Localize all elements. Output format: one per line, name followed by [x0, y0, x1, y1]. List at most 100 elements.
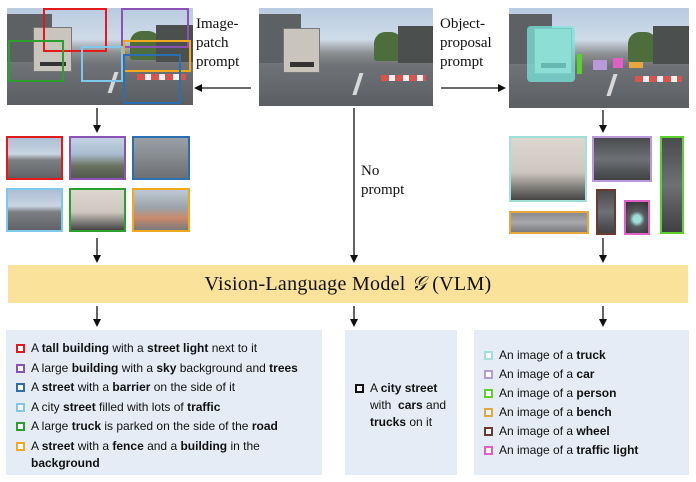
caption-keyword: tall building: [41, 341, 110, 355]
caption-fragment: A: [31, 438, 42, 453]
caption-keyword: barrier: [112, 380, 151, 394]
amber-mask: [629, 62, 643, 68]
caption-keyword: road: [251, 419, 278, 433]
caption-fragment: An image of a: [499, 348, 577, 362]
caption-fragment: A: [31, 341, 42, 355]
caption-keyword: building: [180, 438, 228, 453]
proposal-caption-row: An image of a person: [484, 385, 684, 402]
no-prompt-caption: A city street with cars and trucks on it: [355, 380, 451, 431]
pink-mask: [613, 58, 623, 68]
object-crop-truck: [509, 136, 587, 202]
color-key-icon: [484, 370, 493, 379]
caption-fragment: on it: [406, 415, 433, 429]
caption-keyword: background: [31, 455, 100, 470]
caption-keyword: street: [41, 380, 75, 394]
vlm-name: Vision-Language Model: [204, 272, 406, 295]
color-key-icon: [484, 446, 493, 455]
caption-fragment: A city: [31, 399, 64, 414]
caption-fragment: An image of a: [499, 367, 577, 381]
patch-caption-row: A large truck is parked on the side of t…: [16, 418, 316, 435]
proposal-caption-row: An image of a bench: [484, 404, 684, 421]
caption-keyword: fence: [112, 438, 144, 453]
patch-box-blue: [123, 54, 181, 104]
object-crop-person: [660, 136, 684, 234]
caption-fragment: in the: [227, 438, 264, 453]
patch-crop-blue: [132, 136, 190, 180]
caption-keyword: street: [41, 438, 75, 453]
object-crop-car: [592, 136, 652, 182]
caption-fragment: is parked on the side of the: [101, 419, 252, 433]
color-key-icon: [16, 402, 25, 412]
caption-keyword: wheel: [576, 424, 610, 438]
patch-captions-panel: A tall building with a street light next…: [6, 330, 322, 475]
patch-caption-row: A tall building with a street light next…: [16, 340, 316, 357]
proposal-caption-row: An image of a traffic light: [484, 442, 684, 459]
vlm-block: Vision-Language Model 𝒢 (VLM): [8, 265, 688, 303]
caption-text: A street with a barrier on the side of i…: [31, 379, 235, 396]
patch-box-lightblue: [81, 46, 123, 82]
image-patch-prompt-label: Image- patch prompt: [196, 16, 240, 70]
caption-fragment: with a: [74, 438, 113, 453]
caption-fragment: An image of a: [499, 443, 577, 457]
caption-keyword: street: [63, 399, 96, 414]
patch-caption-row: A street with a fence and a building in …: [16, 438, 316, 472]
patch-box-purple: [121, 8, 189, 48]
caption-fragment: and a: [143, 438, 181, 453]
patch-source-image: [7, 8, 193, 105]
caption-fragment: next to it: [208, 341, 258, 355]
caption-keyword: person: [576, 386, 617, 400]
color-key-icon: [16, 441, 25, 451]
proposal-caption-row: An image of a wheel: [484, 423, 684, 440]
caption-fragment: An image of a: [499, 386, 577, 400]
caption-text: An image of a person: [499, 385, 616, 402]
caption-keyword: building: [71, 360, 119, 375]
caption-keyword: street light: [147, 341, 209, 355]
car-mask: [593, 60, 607, 70]
caption-fragment: and: [422, 398, 450, 412]
caption-fragment: with a: [74, 380, 113, 394]
color-key-icon: [484, 427, 493, 436]
patch-crop-purple: [69, 136, 126, 180]
caption-text: A tall building with a street light next…: [31, 340, 257, 357]
proposal-caption-row: An image of a car: [484, 366, 684, 383]
proposal-source-image: [509, 8, 689, 108]
truck-mask: [527, 26, 575, 82]
caption-fragment: filled with lots of: [95, 399, 188, 414]
caption-fragment: with a: [109, 341, 148, 355]
caption-text: A city street filled with lots of traffi…: [31, 399, 220, 416]
caption-keyword: traffic: [187, 399, 221, 414]
color-key-icon: [484, 351, 493, 360]
caption-keyword: bench: [576, 405, 612, 419]
patch-crop-green: [69, 188, 126, 232]
caption-fragment: A: [31, 380, 42, 394]
caption-text: A large building with a sky background a…: [31, 360, 298, 377]
caption-keyword: sky: [156, 360, 177, 375]
color-key-icon: [484, 408, 493, 417]
caption-keyword: cars: [398, 398, 423, 412]
color-key-icon: [16, 344, 25, 353]
patch-crop-lightblue: [6, 188, 63, 232]
caption-fragment: on the side of it: [150, 380, 236, 394]
caption-keyword: car: [576, 367, 595, 381]
caption-fragment: An image of a: [499, 405, 577, 419]
caption-text: A large truck is parked on the side of t…: [31, 418, 278, 435]
caption-fragment: An image of a: [499, 424, 577, 438]
person-mask: [577, 54, 582, 74]
caption-text: An image of a bench: [499, 404, 612, 421]
object-crop-wheel: [596, 189, 616, 235]
caption-keyword: traffic light: [576, 443, 639, 457]
caption-text: A city street with cars and trucks on it: [370, 380, 451, 431]
caption-fragment: A large: [31, 360, 72, 375]
object-crop-traffic-light: [624, 200, 650, 235]
patch-crop-orange: [132, 188, 190, 232]
caption-fragment: with: [370, 381, 441, 412]
caption-text: An image of a traffic light: [499, 442, 638, 459]
patch-caption-row: A city street filled with lots of traffi…: [16, 399, 316, 416]
color-key-icon: [16, 363, 25, 373]
original-image: [259, 8, 433, 106]
caption-text: An image of a wheel: [499, 423, 610, 440]
caption-fragment: background and: [176, 360, 270, 375]
caption-fragment: A: [370, 381, 381, 395]
